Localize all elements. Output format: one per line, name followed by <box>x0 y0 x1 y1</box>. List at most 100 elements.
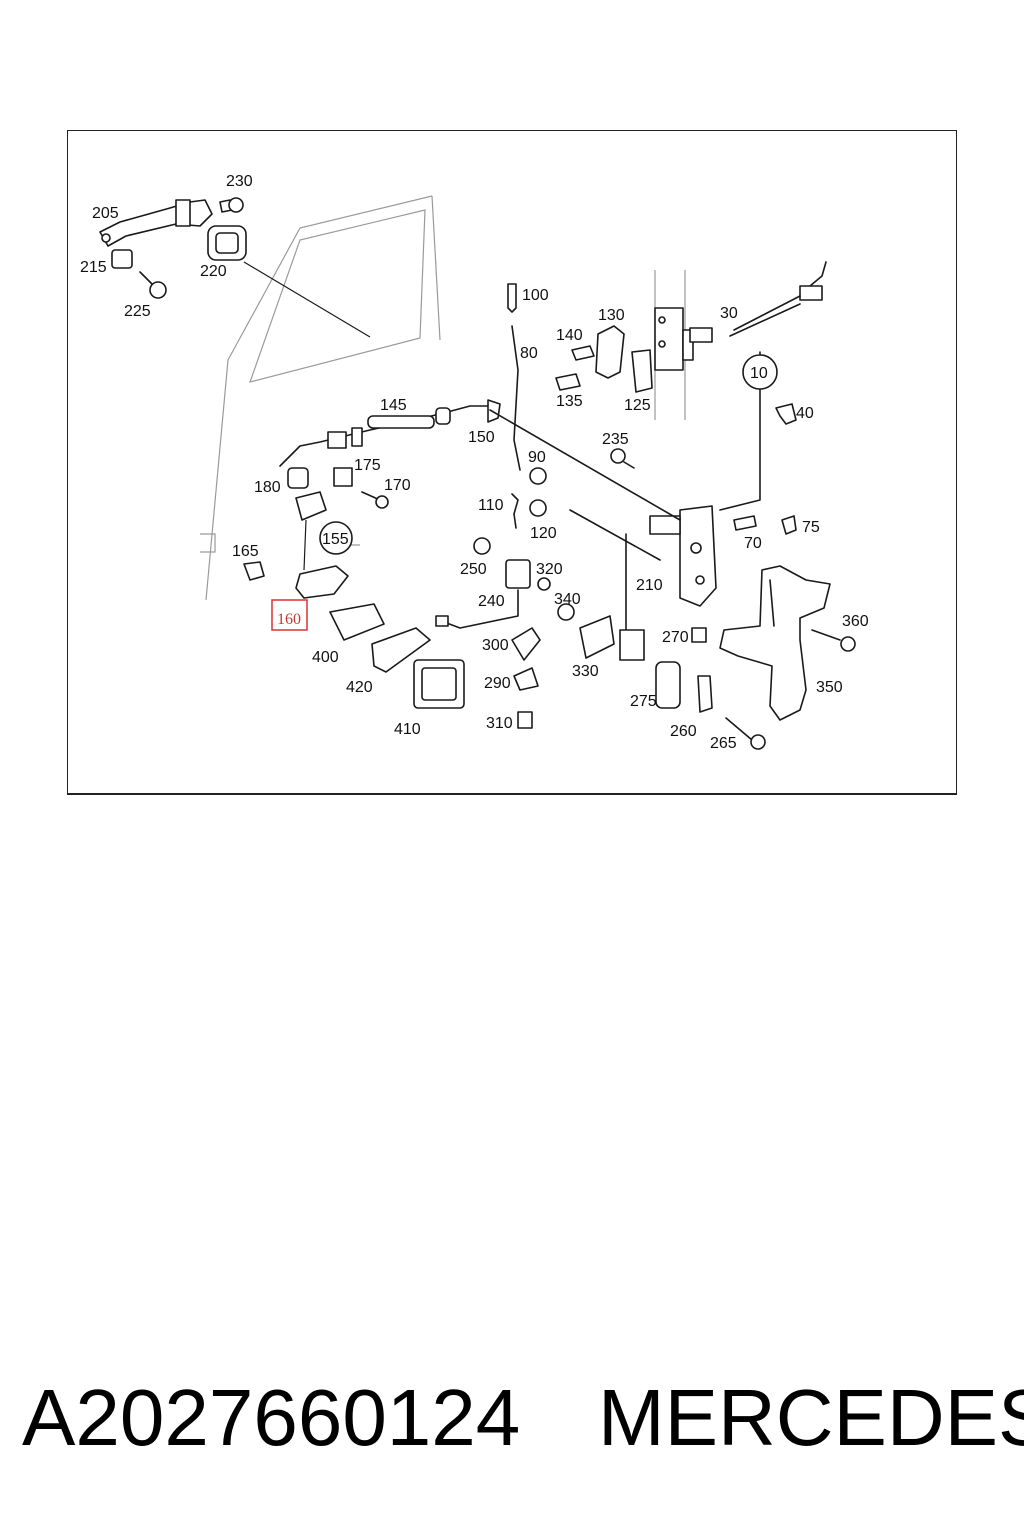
label-135: 135 <box>556 393 583 410</box>
rod-80 <box>511 325 521 471</box>
housing-350 <box>719 565 831 721</box>
label-340: 340 <box>554 591 581 608</box>
label-270: 270 <box>662 629 689 646</box>
bushing-90 <box>529 467 547 485</box>
circle-10 <box>742 354 778 390</box>
screw-235 <box>610 448 635 469</box>
bushing-120 <box>529 499 547 517</box>
bolt-225 <box>139 271 167 299</box>
parts-diagram: 10 30 40 70 75 80 90 100 110 120 125 130… <box>80 173 869 752</box>
handle-160 <box>295 565 349 599</box>
grommet-300 <box>511 627 541 661</box>
clip-110 <box>511 493 519 529</box>
label-230: 230 <box>226 173 253 190</box>
nut-340-ring <box>537 577 551 591</box>
label-400: 400 <box>312 649 339 666</box>
label-40: 40 <box>796 405 814 422</box>
screw-170 <box>361 491 389 509</box>
label-330: 330 <box>572 663 599 680</box>
pad-270 <box>691 627 707 643</box>
screw-360 <box>811 629 856 652</box>
bezel-155 <box>295 491 327 521</box>
trim-400 <box>329 603 385 641</box>
brand-caption: MERCEDES <box>598 1373 1024 1462</box>
label-145: 145 <box>380 397 407 414</box>
label-260: 260 <box>670 723 697 740</box>
label-300: 300 <box>482 637 509 654</box>
label-150: 150 <box>468 429 495 446</box>
label-225: 225 <box>124 303 151 320</box>
bolt-265 <box>725 717 753 741</box>
lock-knob-100 <box>507 283 517 313</box>
window-line <box>243 261 371 338</box>
lock-210 <box>489 409 717 661</box>
clip-310 <box>517 711 533 729</box>
label-140: 140 <box>556 327 583 344</box>
label-160: 160 <box>277 611 301 628</box>
screw-140 <box>571 345 595 361</box>
label-220: 220 <box>200 263 227 280</box>
label-90: 90 <box>528 449 546 466</box>
washer-340 <box>557 603 575 621</box>
label-180: 180 <box>254 479 281 496</box>
label-320: 320 <box>536 561 563 578</box>
linkage-145 <box>279 405 495 467</box>
clip-150 <box>487 399 501 423</box>
label-360: 360 <box>842 613 869 630</box>
leader-155 <box>303 519 307 571</box>
label-215: 215 <box>80 259 107 276</box>
label-275: 275 <box>630 693 657 710</box>
cover-410 <box>413 659 465 709</box>
label-120: 120 <box>530 525 557 542</box>
label-175: 175 <box>354 457 381 474</box>
label-240: 240 <box>478 593 505 610</box>
plate-275 <box>655 661 681 709</box>
clip-75 <box>781 515 797 535</box>
label-80: 80 <box>520 345 538 362</box>
label-100: 100 <box>522 287 549 304</box>
label-165: 165 <box>232 543 259 560</box>
label-125: 125 <box>624 397 651 414</box>
nut-175 <box>333 467 353 487</box>
clip-40 <box>775 403 797 425</box>
outer-handle-205 <box>99 199 213 247</box>
label-310: 310 <box>486 715 513 732</box>
hinge-plate <box>654 307 694 371</box>
highlight-box-160 <box>271 599 308 631</box>
cable-240 <box>443 589 519 629</box>
circle-155 <box>319 521 353 555</box>
label-210: 210 <box>636 577 663 594</box>
label-410: 410 <box>394 721 421 738</box>
wiring-30 <box>689 261 827 511</box>
label-350: 350 <box>816 679 843 696</box>
label-420: 420 <box>346 679 373 696</box>
label-265: 265 <box>710 735 737 752</box>
label-250: 250 <box>460 561 487 578</box>
label-130: 130 <box>598 307 625 324</box>
screw-230 <box>219 197 244 213</box>
label-290: 290 <box>484 675 511 692</box>
part-number-caption: A2027660124 <box>22 1373 521 1462</box>
label-110: 110 <box>478 497 504 514</box>
gasket-215 <box>111 249 133 269</box>
screw-135 <box>555 373 581 391</box>
bolt-head-265 <box>750 734 766 750</box>
label-205: 205 <box>92 205 119 222</box>
bracket-330 <box>579 615 615 659</box>
label-75: 75 <box>802 519 820 536</box>
plug-240 <box>435 615 449 627</box>
clip-125 <box>631 349 653 393</box>
screw-70 <box>733 515 757 531</box>
bezel-420 <box>371 627 431 673</box>
label-10: 10 <box>750 365 768 382</box>
screw-250 <box>473 537 491 555</box>
label-70: 70 <box>744 535 762 552</box>
gasket-220 <box>207 225 247 261</box>
bracket-130 <box>595 325 625 379</box>
striker-260 <box>697 675 713 713</box>
label-30: 30 <box>720 305 738 322</box>
door-outline <box>200 195 686 601</box>
bushing-180 <box>287 467 309 489</box>
label-170: 170 <box>384 477 411 494</box>
grommet-290 <box>513 667 539 691</box>
